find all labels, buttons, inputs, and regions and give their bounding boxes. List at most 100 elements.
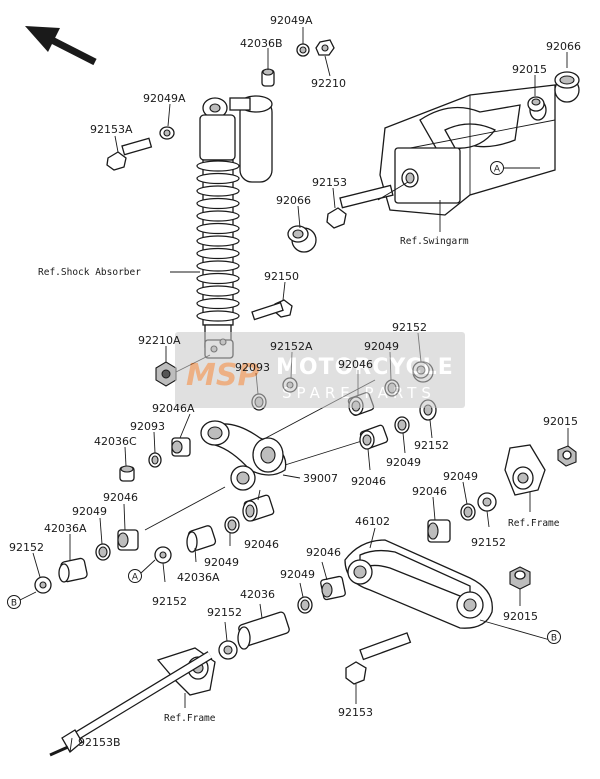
washer-92049A-top [296, 43, 310, 57]
label-92153-bottom: 92153 [338, 706, 373, 719]
spring-coil [196, 272, 240, 285]
label-92049-a: 92049 [364, 340, 399, 353]
label-92093-b: 92093 [130, 420, 165, 433]
label-39007: 39007 [303, 472, 338, 485]
swingarm-drawing [379, 84, 556, 232]
label-92015-right: 92015 [543, 415, 578, 428]
washer-92152-d [154, 546, 172, 564]
label-92153A: 92153A [90, 123, 133, 136]
label-92049-c: 92049 [443, 470, 478, 483]
label-92152-e: 92152 [471, 536, 506, 549]
collar-92066-top [554, 71, 580, 103]
spring-coil [196, 222, 240, 235]
nut-92015-right [557, 445, 577, 467]
rocker-arm-39007 [144, 379, 376, 531]
watermark-line2: SPARE PARTS [282, 384, 436, 402]
spring-coil [196, 160, 240, 172]
spring-coil [196, 185, 240, 197]
bearing-92046A [171, 437, 191, 457]
label-92152-a: 92152 [392, 321, 427, 334]
bearing-92046-c [117, 529, 139, 551]
collar-42036B [261, 68, 275, 87]
label-92049-f: 92049 [280, 568, 315, 581]
bearing-92046-d [242, 494, 275, 522]
label-92152-c: 92152 [9, 541, 44, 554]
seal-92049-d [224, 516, 240, 534]
shock-spring [196, 160, 240, 322]
collar-42036 [237, 611, 290, 650]
collar-42036A-a [58, 557, 88, 583]
spring-coil [196, 197, 240, 210]
collar-42036A-b [186, 525, 217, 553]
label-92066-mid: 92066 [276, 194, 311, 207]
washer-92152-c [34, 576, 52, 594]
label-92049A-top: 92049A [270, 14, 313, 27]
label-92046-b: 92046 [351, 475, 386, 488]
label-92015-bottom: 92015 [503, 610, 538, 623]
label-92046-e: 92046 [244, 538, 279, 551]
nut-92015-top [527, 96, 545, 112]
label-42036A-b: 42036A [177, 571, 220, 584]
label-92152-f: 92152 [207, 606, 242, 619]
washer-92152-f [218, 640, 238, 660]
leader-lines [32, 27, 569, 753]
label-42036: 42036 [240, 588, 275, 601]
label-92046-f: 92046 [306, 546, 341, 559]
washer-92049A-left [159, 126, 175, 140]
ref-swingarm-label: Ref.Swingarm [400, 236, 469, 247]
seal-92049-f [460, 503, 476, 521]
ref-frame-bottom-label: Ref.Frame [164, 713, 216, 724]
label-42036B: 42036B [240, 37, 283, 50]
label-92150: 92150 [264, 270, 299, 283]
spring-coil [196, 247, 240, 260]
watermark-logo: MSP [186, 358, 259, 393]
label-92066-top: 92066 [546, 40, 581, 53]
spring-coil [196, 235, 240, 247]
label-46102: 46102 [355, 515, 390, 528]
bearing-92046-b [359, 424, 389, 450]
label-92049-e: 92049 [204, 556, 239, 569]
label-92049A-left: 92049A [143, 92, 186, 105]
svg-text:B: B [551, 634, 557, 644]
spring-coil [196, 310, 240, 322]
callout-a-bottom: A [128, 559, 156, 583]
label-92046A: 92046A [152, 402, 195, 415]
label-92046-c: 92046 [103, 491, 138, 504]
bearing-92046-e [427, 519, 451, 543]
part-number-labels: 92049A 42036B 92210 92066 92015 92049A 9… [9, 14, 581, 749]
label-92210: 92210 [311, 77, 346, 90]
label-92049-b: 92049 [386, 456, 421, 469]
label-92210A: 92210A [138, 334, 181, 347]
label-92015-top: 92015 [512, 63, 547, 76]
watermark: MSP MOTORCYCLE SPARE PARTS [175, 332, 465, 408]
svg-text:B: B [11, 599, 17, 609]
bolt-92153-bottom [345, 632, 412, 685]
bolt-92150 [251, 299, 293, 321]
seal-92049-b [394, 416, 410, 434]
bolt-92153A [106, 137, 153, 171]
collar-92066-mid [287, 225, 317, 253]
seal-92049-c [95, 543, 111, 561]
spring-coil [196, 210, 240, 222]
seal-92049-e [297, 596, 313, 614]
ref-frame-right-label: Ref.Frame [508, 518, 560, 529]
nut-92210 [315, 39, 335, 56]
washer-92152-e [477, 492, 497, 512]
label-92049-d: 92049 [72, 505, 107, 518]
collar-42036C [119, 465, 135, 482]
label-42036A-a: 42036A [44, 522, 87, 535]
label-92093-a: 92093 [235, 361, 270, 374]
spring-coil [196, 297, 240, 310]
label-92152-b: 92152 [414, 439, 449, 452]
spring-coil [196, 285, 240, 297]
label-92046-a: 92046 [338, 358, 373, 371]
label-92152-d: 92152 [152, 595, 187, 608]
bolt-92153-top [326, 181, 409, 229]
label-42036C: 42036C [94, 435, 137, 448]
svg-text:A: A [494, 165, 501, 175]
direction-arrow-icon [25, 26, 97, 66]
label-92153B: 92153B [78, 736, 121, 749]
bolt-92153B [49, 651, 213, 757]
